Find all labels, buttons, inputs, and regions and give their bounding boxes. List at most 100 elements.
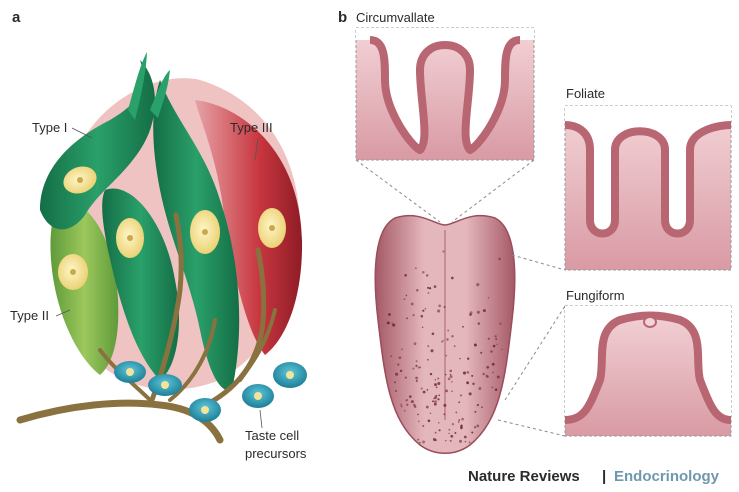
tongue-papilla-dot: [485, 375, 487, 377]
tongue-papilla-dot: [444, 306, 446, 308]
tongue-papilla-dot: [478, 387, 481, 390]
tongue-papilla-dot: [422, 327, 423, 328]
nucleolus: [70, 269, 76, 275]
label-precursors-line2: precursors: [245, 446, 307, 461]
tongue-papilla-dot: [474, 426, 476, 428]
tongue-papilla-dot: [438, 305, 441, 308]
tongue-papilla-dot: [450, 440, 452, 442]
tongue-papilla-dot: [394, 381, 396, 383]
tongue-papilla-dot: [471, 431, 473, 433]
tongue-papilla-dot: [451, 277, 454, 280]
nucleolus: [77, 177, 83, 183]
tongue-papilla-dot: [474, 411, 476, 413]
tongue-papilla-dot: [435, 432, 437, 434]
tongue-papilla-dot: [404, 410, 406, 412]
connector-fungiform-top: [505, 306, 565, 400]
label-foliate: Foliate: [566, 86, 605, 101]
tongue-papilla-dot: [422, 271, 425, 274]
label-precursors-line1: Taste cell: [245, 428, 299, 443]
nucleolus: [127, 235, 133, 241]
fungiform-inset: [565, 306, 731, 436]
tongue-papilla-dot: [445, 440, 446, 441]
tongue-papilla-dot: [437, 378, 439, 380]
tongue-papilla-dot: [406, 404, 408, 406]
tongue-papilla-dot: [459, 358, 461, 360]
tongue-papilla-dot: [411, 400, 414, 403]
tongue-papilla-dot: [496, 344, 497, 345]
tongue-papilla-dot: [481, 406, 483, 408]
tongue-papilla-dot: [458, 421, 460, 423]
tongue-papilla-dot: [448, 429, 450, 431]
tongue-papilla-dot: [449, 370, 452, 373]
tongue-papilla-dot: [404, 298, 406, 300]
tongue-papilla-dot: [425, 308, 427, 310]
tongue-papilla-dot: [488, 297, 490, 299]
tongue-papilla-dot: [433, 438, 436, 441]
tongue-papilla-dot: [495, 338, 497, 340]
tongue-papilla-dot: [404, 274, 407, 277]
tongue-papilla-dot: [388, 313, 391, 316]
tongue-papilla-dot: [451, 381, 453, 383]
tongue-papilla-dot: [406, 295, 408, 297]
connector-circumvallate-right: [452, 160, 534, 222]
tongue-papilla-dot: [492, 387, 494, 389]
tongue-papilla-dot: [471, 375, 473, 377]
label-type-i: Type I: [32, 120, 67, 135]
tongue-papilla-dot: [455, 411, 457, 413]
tongue-papilla-dot: [495, 388, 498, 391]
tongue-papilla-dot: [495, 335, 497, 337]
tongue-papilla-dot: [501, 349, 502, 350]
tongue-papilla-dot: [412, 368, 414, 370]
precursor-nucleus: [201, 406, 209, 414]
tongue-papilla-dot: [434, 400, 437, 403]
tongue-papilla-dot: [446, 338, 448, 340]
tongue-papilla-dot: [445, 374, 447, 376]
tongue-papilla-dot: [411, 302, 414, 305]
tongue-papilla-dot: [432, 332, 435, 335]
tongue-papilla-dot: [448, 433, 450, 435]
tongue-papilla-dot: [490, 350, 492, 352]
tongue-papilla-dot: [450, 374, 451, 375]
tongue-papilla-dot: [459, 440, 462, 443]
tongue-papilla-dot: [391, 323, 393, 325]
tongue-papilla-dot: [460, 425, 463, 428]
tongue-papilla-dot: [407, 399, 409, 401]
tongue-papilla-dot: [395, 373, 398, 376]
tongue-papilla-dot: [477, 311, 480, 314]
tongue-papilla-dot: [442, 250, 444, 252]
tongue-papilla-dot: [436, 386, 438, 388]
tongue-papilla-dot: [415, 377, 418, 380]
tongue-papilla-dot: [419, 442, 421, 444]
fungiform-taste-pore: [644, 317, 656, 327]
tongue-papilla-dot: [434, 383, 437, 386]
tongue-papilla-dot: [458, 419, 460, 421]
tongue-papilla-dot: [464, 436, 467, 439]
tongue-papilla-dot: [450, 375, 453, 378]
tongue-papilla-dot: [409, 395, 412, 398]
journal-section: Endocrinology: [614, 468, 720, 485]
tongue-papilla-dot: [439, 429, 441, 431]
tongue-papilla-dot: [401, 348, 403, 350]
tongue-papilla-dot: [452, 423, 454, 425]
label-fungiform: Fungiform: [566, 288, 625, 303]
precursor-nucleus: [254, 392, 262, 400]
tongue-papilla-dot: [441, 341, 443, 343]
tongue-papilla-dot: [488, 338, 490, 340]
tongue-papilla-dot: [438, 422, 440, 424]
tongue-papilla-dot: [469, 313, 471, 315]
connector-fungiform-bottom: [498, 420, 565, 436]
tongue-papilla-dot: [469, 392, 472, 395]
tongue-papilla-dot: [429, 287, 431, 289]
tongue-papilla-dot: [400, 404, 401, 405]
tongue-papilla-dot: [480, 352, 482, 354]
tongue-papilla-dot: [390, 355, 392, 357]
tongue-papilla-dot: [400, 370, 402, 372]
tongue-papilla-dot: [426, 274, 428, 276]
tongue-papilla-dot: [497, 376, 500, 379]
journal-separator: |: [602, 468, 606, 485]
tongue-papilla-dot: [423, 391, 426, 394]
tongue-papilla-dot: [413, 404, 416, 407]
tongue-papilla-dot: [451, 390, 453, 392]
taste-bud: [20, 52, 307, 440]
tongue-papilla-dot: [430, 413, 431, 414]
